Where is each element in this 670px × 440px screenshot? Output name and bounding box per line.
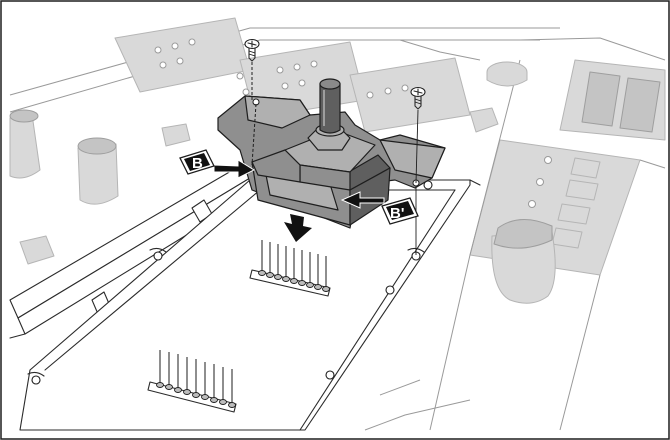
slider-knob-right (491, 219, 556, 304)
left-knob-1 (9, 109, 41, 179)
top-panel-right (349, 57, 471, 133)
square-button-2 (161, 123, 191, 147)
left-knob-2 (77, 137, 119, 205)
joystick-module (251, 129, 391, 226)
callout-b-prime: B' (381, 197, 419, 225)
arrow-down-icon (284, 214, 312, 242)
screw-icon (410, 86, 426, 255)
arrow-right-icon (213, 159, 256, 179)
callout-b: B (179, 149, 215, 175)
arrow-left-icon (340, 191, 385, 209)
callout-b-label: B (192, 155, 203, 172)
round-button (486, 61, 528, 87)
pin-header-icon (147, 350, 237, 413)
joystick-knob-icon (307, 78, 351, 151)
callout-b-prime-label: B' (390, 205, 404, 222)
square-button-1 (469, 107, 499, 133)
screw-icon (244, 38, 260, 166)
pin-header-icon (249, 240, 331, 297)
square-button-3 (19, 235, 55, 265)
